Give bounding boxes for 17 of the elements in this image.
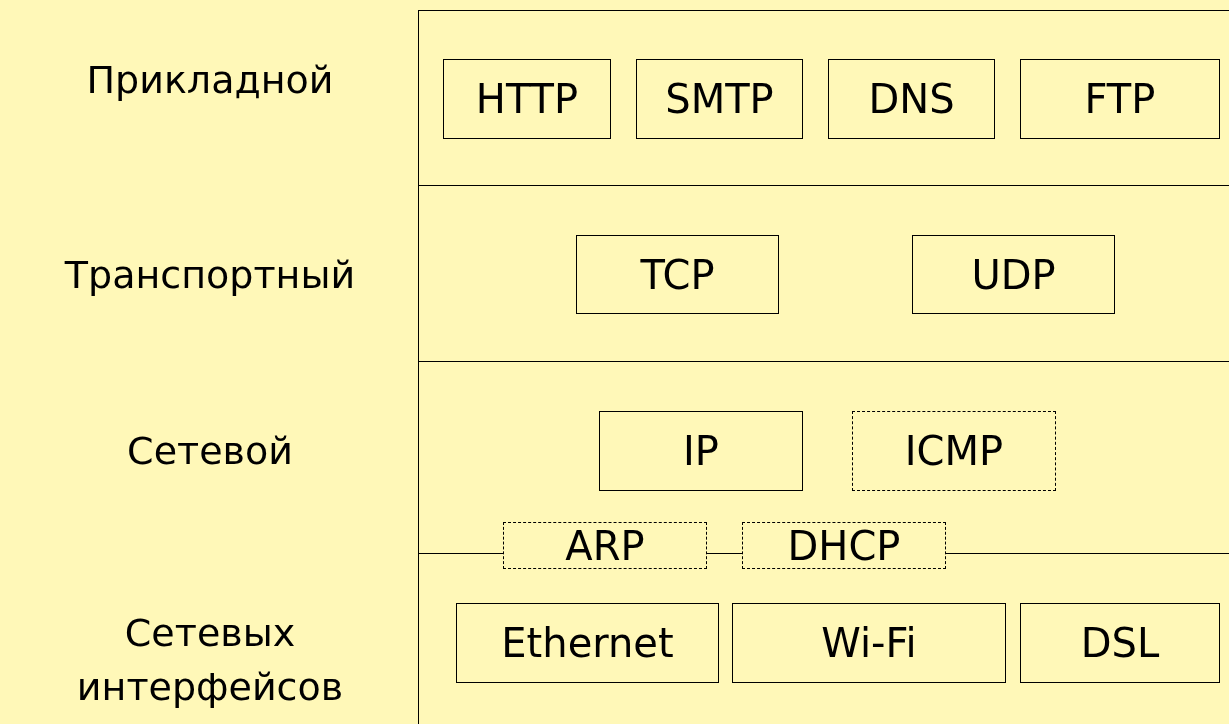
protocol-box: DNS [828,59,995,139]
protocol-box: TCP [576,235,779,314]
protocol-box: SMTP [636,59,803,139]
protocol-box: HTTP [443,59,611,139]
protocol-box: DSL [1020,603,1220,683]
protocol-box: IP [599,411,803,491]
layer-label: Прикладной [85,57,335,104]
protocol-box: ARP [503,522,707,569]
protocol-box: UDP [912,235,1115,314]
protocol-box: Ethernet [456,603,719,683]
protocol-box: FTP [1020,59,1220,139]
layer-label: Сетевой [126,428,294,475]
layer-label: Сетевых интерфейсов [75,610,345,711]
protocol-box: ICMP [852,411,1056,491]
layer-label: Транспортный [63,252,357,299]
protocol-box: Wi-Fi [732,603,1006,683]
protocol-box: DHCP [742,522,946,569]
